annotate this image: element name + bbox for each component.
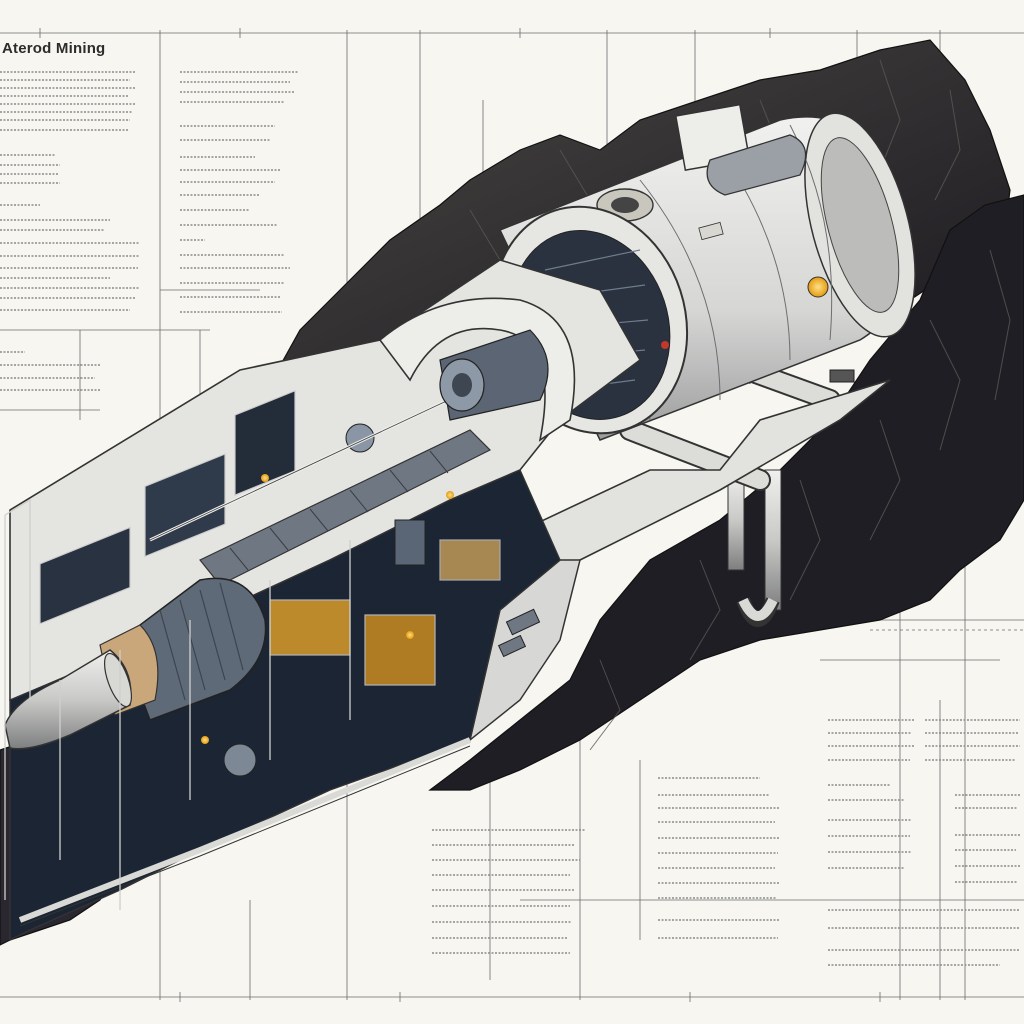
compartment-3: [234, 389, 296, 496]
dimension-ticks: [39, 28, 881, 1002]
spec-text-block-left: [0, 71, 140, 391]
wall-panel-right: [829, 369, 855, 383]
hull-bottom-rail: [18, 737, 472, 923]
interior-light-4: [201, 736, 209, 744]
spherical-tank-2: [223, 743, 257, 777]
interior-light-1: [261, 474, 269, 482]
conveyor-belt: [199, 429, 492, 586]
lit-compartment-1: [269, 599, 351, 656]
rock-texture-strokes: [39, 59, 1011, 881]
drum-red-light: [661, 341, 669, 349]
blueprint-grid-lines: [0, 30, 1024, 1000]
compartment-1: [39, 526, 131, 625]
machinery-block: [394, 519, 426, 566]
spec-text-block-lower-middle: [432, 829, 585, 954]
spec-text-block-lower-right-a: [658, 777, 780, 939]
lit-compartment-2: [364, 614, 436, 686]
drill-bit-ring: [103, 652, 133, 708]
interior-light-2: [446, 491, 454, 499]
rock-mass-lower-right: [428, 194, 1024, 791]
drill-head-assembly: [4, 577, 267, 750]
compartment-2: [144, 453, 226, 558]
warning-panel: [698, 221, 724, 241]
lit-compartment-3: [439, 539, 501, 581]
vertical-pipe-left: [727, 469, 745, 571]
control-panel-2: [497, 634, 527, 658]
status-light-yellow: [807, 276, 829, 298]
spec-text-block-upper-middle: [180, 71, 298, 313]
front-wireframe: [4, 498, 351, 910]
vertical-pipe-right: [764, 469, 782, 611]
interior-light-3: [406, 631, 414, 639]
top-tank: [706, 134, 807, 196]
spec-text-block-lower-right-b: [828, 719, 1020, 966]
drill-bit: [4, 649, 132, 750]
conveyor-catwalk: [149, 388, 492, 586]
rear-cylinder-module: [498, 103, 916, 441]
control-panel-1: [505, 608, 541, 636]
core-reactor-cylinder: [439, 329, 549, 421]
diagram-title: Aterod Mining: [2, 40, 106, 57]
ramp-control-panels: [497, 369, 855, 658]
